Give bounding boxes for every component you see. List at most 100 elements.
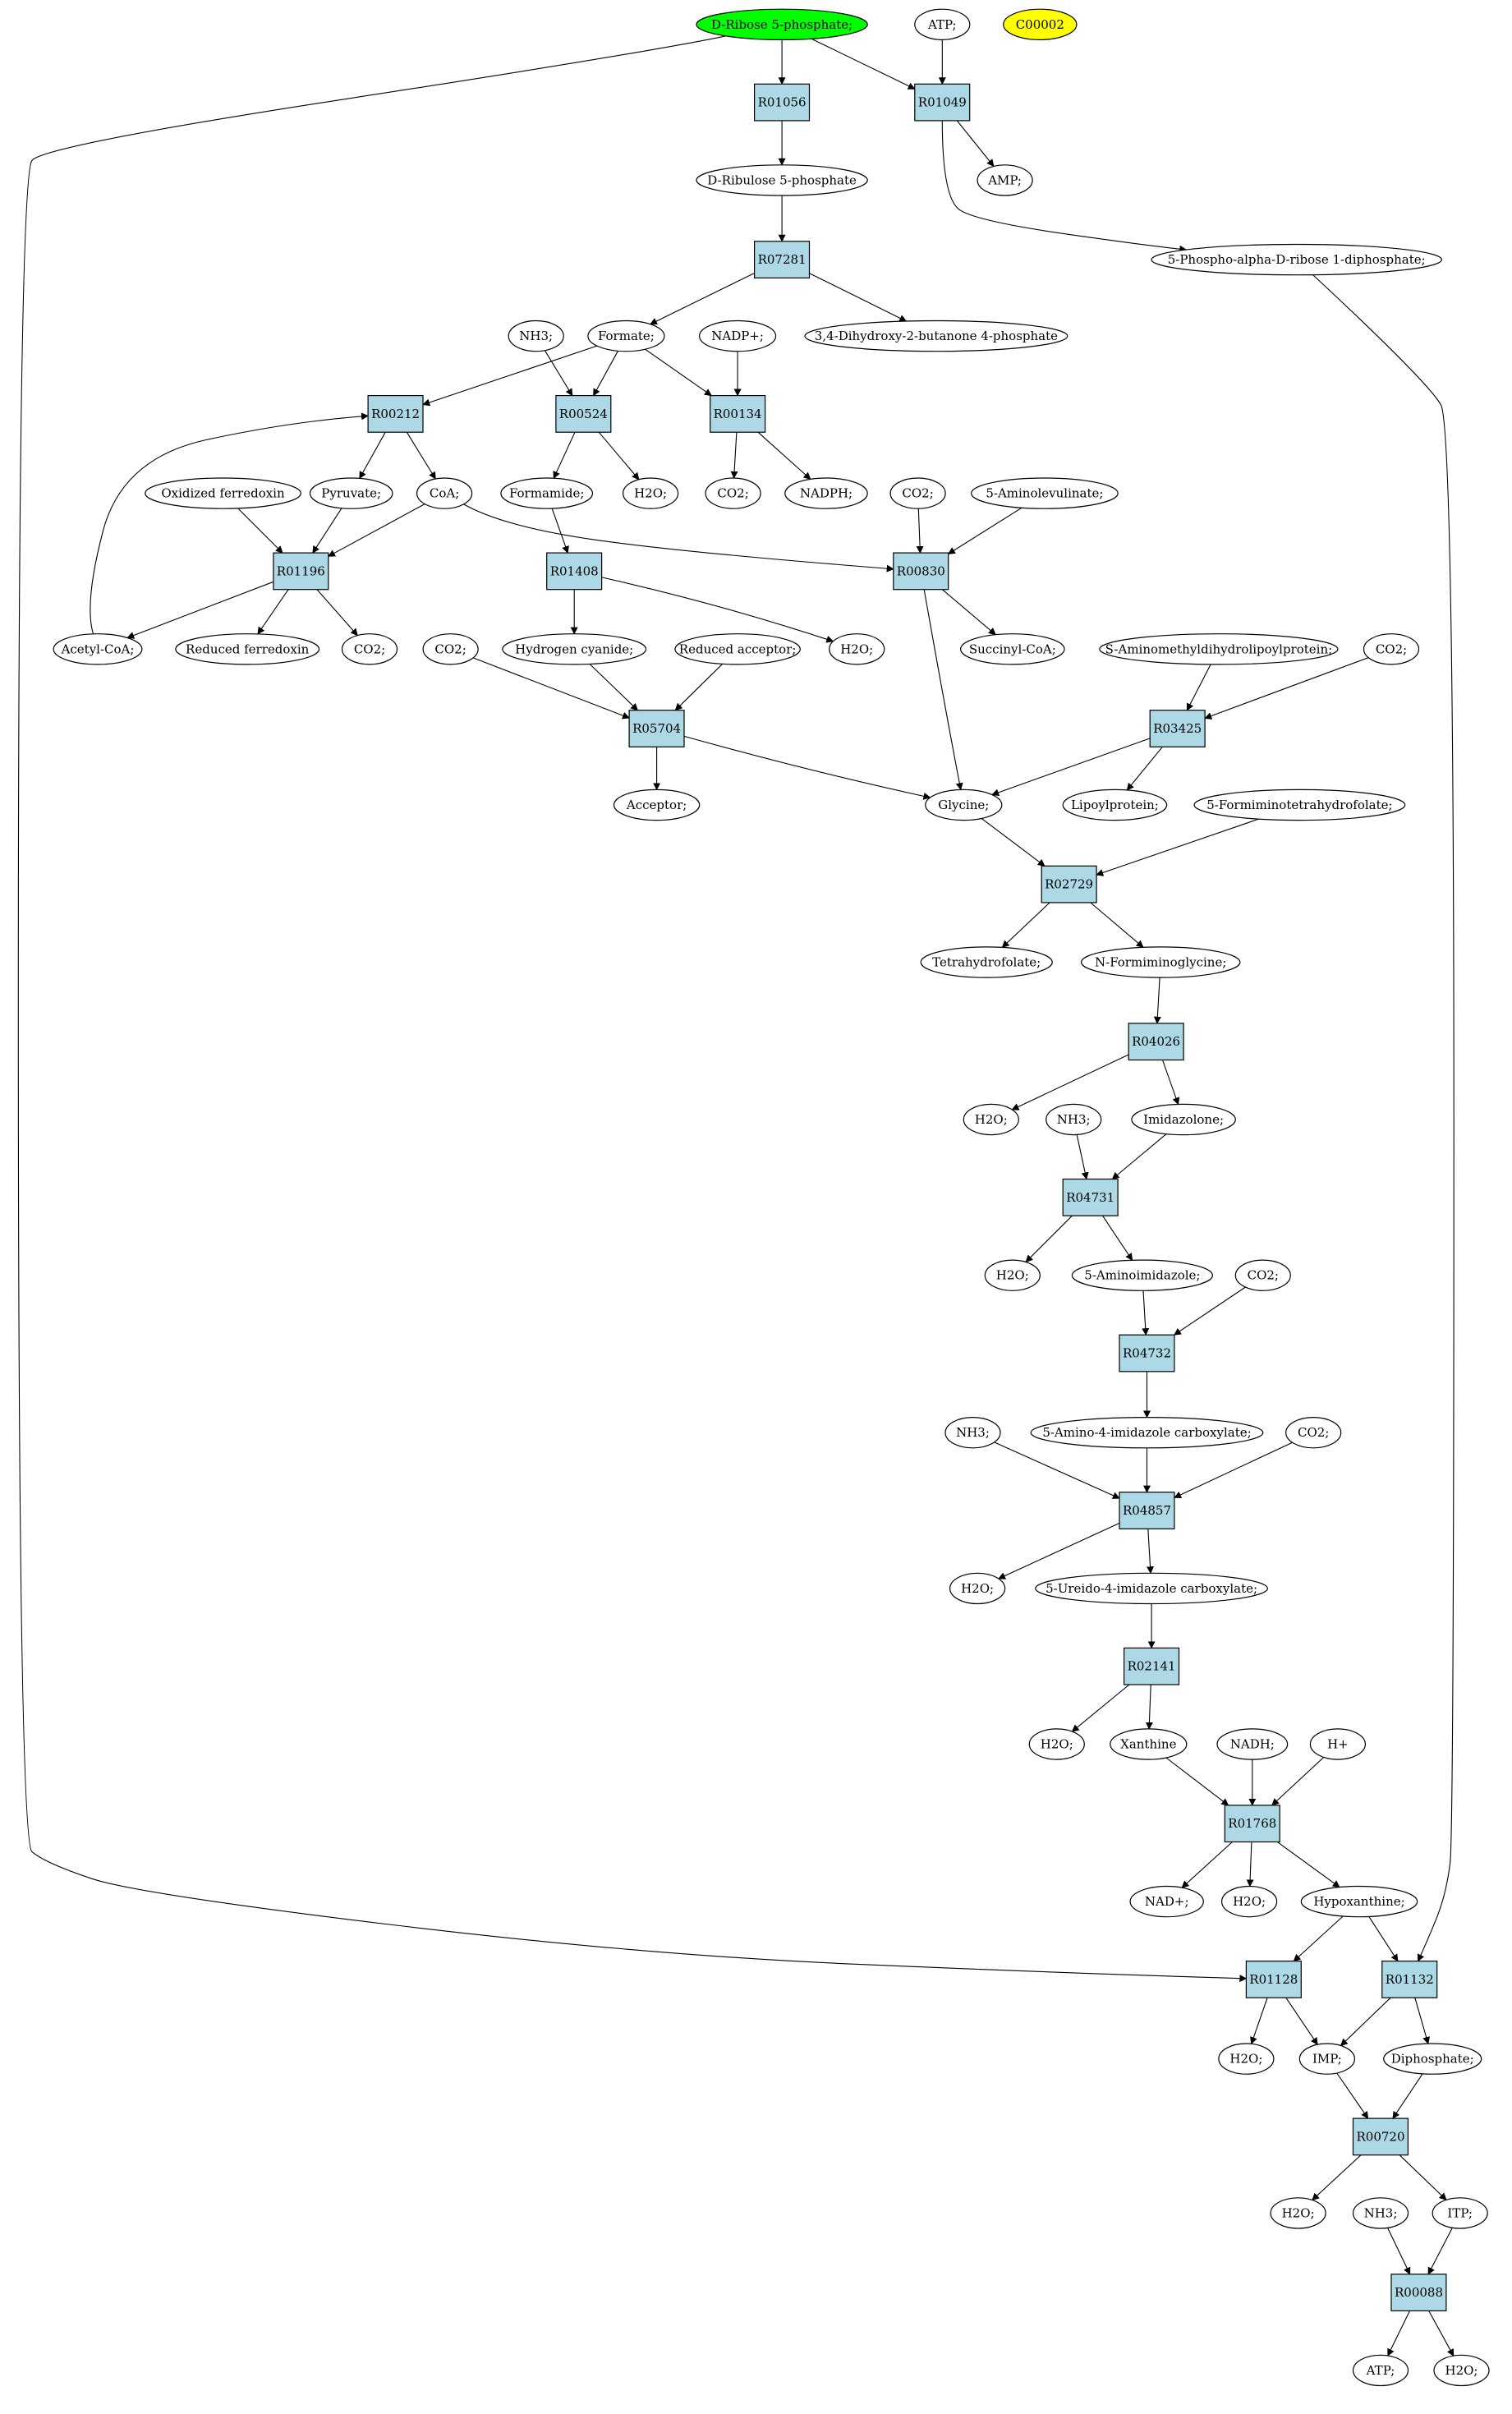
reaction-node-r00524[interactable]: R00524 [555, 395, 612, 433]
reaction-node-r01056[interactable]: R01056 [753, 83, 811, 122]
compound-node-hypox[interactable]: Hypoxanthine; [1300, 1885, 1418, 1918]
compound-node-co2_f[interactable]: CO2; [1234, 1259, 1291, 1291]
compound-node-nfg[interactable]: N-Formiminoglycine; [1080, 946, 1241, 978]
compound-node-redacc[interactable]: Reduced acceptor; [674, 633, 801, 665]
reaction-node-r02141[interactable]: R02141 [1123, 1647, 1180, 1685]
compound-node-redfd[interactable]: Reduced ferredoxin [175, 633, 320, 665]
compound-ellipse [1285, 1416, 1342, 1449]
compound-node-dhbp[interactable]: 3,4-Dihydroxy-2-butanone 4-phosphate [804, 320, 1069, 352]
compound-node-h2o_g[interactable]: H2O; [1220, 1885, 1278, 1918]
compound-node-nh3_d[interactable]: NH3; [1352, 2197, 1409, 2229]
compound-node-thf[interactable]: Tetrahydrofolate; [920, 946, 1053, 978]
reaction-node-r01128[interactable]: R01128 [1245, 1961, 1302, 1998]
compound-label: Imidazolone; [1143, 1112, 1224, 1127]
compound-node-aminoimid[interactable]: 5-Aminoimidazole; [1071, 1259, 1214, 1291]
reaction-node-r01768[interactable]: R01768 [1224, 1805, 1280, 1843]
compound-node-nh3_b[interactable]: NH3; [1046, 1103, 1102, 1136]
reaction-node-r04731[interactable]: R04731 [1062, 1178, 1119, 1216]
compound-node-h2o_f[interactable]: H2O; [1028, 1728, 1085, 1760]
compound-node-itp[interactable]: ITP; [1432, 2197, 1488, 2229]
compound-node-h2o_h[interactable]: H2O; [1218, 2043, 1275, 2075]
compound-node-ala[interactable]: 5-Aminolevulinate; [970, 477, 1119, 509]
compound-node-co2_a[interactable]: CO2; [705, 477, 761, 509]
compound-node-succoa[interactable]: Succinyl-CoA; [960, 633, 1065, 665]
compound-node-fthf[interactable]: 5-Formiminotetrahydrofolate; [1193, 789, 1406, 821]
compound-node-formate[interactable]: Formate; [587, 320, 665, 352]
compound-node-acetylcoa[interactable]: Acetyl-CoA; [53, 633, 143, 665]
compound-node-dp[interactable]: Diphosphate; [1383, 2043, 1482, 2075]
reaction-box [1041, 865, 1097, 904]
edge-nh3_c-to-R04857 [994, 1442, 1120, 1499]
compound-node-h2o_j[interactable]: H2O; [1433, 2354, 1490, 2387]
edge-rib5p-to-R01128 [17, 35, 1248, 1983]
compound-node-co2_c[interactable]: CO2; [341, 633, 398, 665]
reaction-node-r00088[interactable]: R00088 [1390, 2274, 1447, 2312]
reaction-node-r00830[interactable]: R00830 [893, 552, 949, 591]
reaction-node-r00212[interactable]: R00212 [367, 395, 424, 433]
compound-ellipse [1151, 243, 1442, 276]
compound-node-imp[interactable]: IMP; [1298, 2043, 1356, 2075]
compound-node-imidazolone[interactable]: Imidazolone; [1131, 1103, 1236, 1136]
compound-node-h2o_b[interactable]: H2O; [829, 633, 885, 665]
reaction-node-r01049[interactable]: R01049 [914, 83, 971, 122]
compound-label: CO2; [1298, 1425, 1329, 1440]
reaction-node-r04857[interactable]: R04857 [1119, 1492, 1175, 1529]
reaction-node-r03425[interactable]: R03425 [1149, 710, 1206, 747]
compound-node-acceptor[interactable]: Acceptor; [613, 789, 701, 821]
compound-ellipse [705, 477, 761, 509]
compound-node-nadh[interactable]: NADH; [1216, 1728, 1289, 1760]
reaction-node-r00720[interactable]: R00720 [1352, 2117, 1409, 2156]
reaction-node-r04026[interactable]: R04026 [1128, 1023, 1184, 1061]
compound-node-ribu5p[interactable]: D-Ribulose 5-phosphate [696, 164, 868, 196]
compound-node-uic[interactable]: 5-Ureido-4-imidazole carboxylate; [1035, 1572, 1268, 1605]
compound-ellipse [145, 477, 301, 509]
compound-node-hcn[interactable]: Hydrogen cyanide; [502, 633, 647, 665]
compound-node-h2o_a[interactable]: H2O; [622, 477, 679, 509]
compound-node-atp_bot[interactable]: ATP; [1352, 2354, 1409, 2387]
compound-node-lipoyl[interactable]: Lipoylprotein; [1062, 789, 1168, 821]
compound-node-c00002[interactable]: C00002 [1003, 8, 1078, 40]
compound-node-oxfd[interactable]: Oxidized ferredoxin [145, 477, 301, 509]
reaction-node-r01196[interactable]: R01196 [273, 552, 329, 591]
reaction-box [555, 395, 612, 433]
compound-node-formamide[interactable]: Formamide; [500, 477, 594, 509]
compound-node-amp[interactable]: AMP; [977, 164, 1033, 196]
compound-label: 5-Phospho-alpha-D-ribose 1-diphosphate; [1168, 252, 1426, 267]
compound-label: H2O; [1282, 2205, 1315, 2220]
reaction-node-r02729[interactable]: R02729 [1041, 865, 1097, 904]
compound-node-aic[interactable]: 5-Amino-4-imidazole carboxylate; [1030, 1416, 1264, 1449]
compound-node-co2_b[interactable]: CO2; [889, 477, 946, 509]
compound-node-xanthine[interactable]: Xanthine [1110, 1728, 1188, 1760]
compound-label: Formamide; [509, 486, 585, 501]
reaction-node-r07281[interactable]: R07281 [753, 241, 811, 278]
compound-node-co2_g[interactable]: CO2; [1285, 1416, 1342, 1449]
compound-node-samdlp[interactable]: S-Aminomethyldihydrolipoylprotein; [1099, 633, 1339, 665]
reaction-node-r05704[interactable]: R05704 [628, 710, 685, 747]
compound-node-nh3_c[interactable]: NH3; [944, 1416, 1001, 1449]
compound-node-co2_e[interactable]: CO2; [1363, 633, 1420, 665]
compound-node-nadp[interactable]: NADP+; [698, 320, 777, 352]
compound-node-glycine[interactable]: Glycine; [925, 789, 1003, 821]
compound-node-co2_d[interactable]: CO2; [422, 633, 479, 665]
compound-node-prpp[interactable]: 5-Phospho-alpha-D-ribose 1-diphosphate; [1151, 243, 1442, 276]
compound-node-rib5p[interactable]: D-Ribose 5-phosphate; [696, 8, 868, 40]
compound-node-h2o_e[interactable]: H2O; [949, 1572, 1006, 1605]
compound-node-coa[interactable]: CoA; [416, 477, 473, 509]
compound-node-h2o_c[interactable]: H2O; [963, 1103, 1019, 1136]
compound-node-nh3_a[interactable]: NH3; [508, 320, 564, 352]
compound-ellipse [1046, 1103, 1102, 1136]
compound-node-nadph[interactable]: NADPH; [784, 477, 868, 509]
compound-node-pyruvate[interactable]: Pyruvate; [309, 477, 393, 509]
compound-node-nad[interactable]: NAD+; [1129, 1885, 1204, 1918]
compound-node-hplus[interactable]: H+ [1309, 1728, 1367, 1760]
reaction-label: R04731 [1066, 1190, 1114, 1205]
compound-node-h2o_i[interactable]: H2O; [1270, 2197, 1326, 2229]
compound-ellipse [1080, 946, 1241, 978]
reaction-node-r04732[interactable]: R04732 [1119, 1334, 1175, 1373]
reaction-node-r01408[interactable]: R01408 [546, 552, 603, 591]
compound-node-atp_top[interactable]: ATP; [914, 8, 971, 40]
reaction-node-r01132[interactable]: R01132 [1381, 1961, 1438, 1998]
compound-label: 5-Ureido-4-imidazole carboxylate; [1046, 1581, 1257, 1596]
compound-node-h2o_d[interactable]: H2O; [984, 1259, 1041, 1291]
reaction-node-r00134[interactable]: R00134 [710, 395, 766, 433]
